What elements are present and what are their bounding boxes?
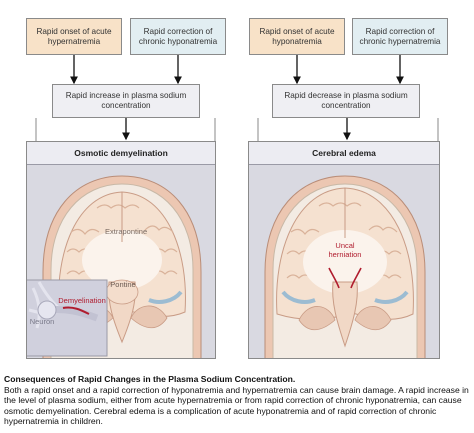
- uncal-herniation-label: Uncal herniation: [328, 241, 362, 259]
- neuron-label: Neuron: [29, 317, 55, 326]
- osmotic-demyelination-panel: Osmotic demyelination: [26, 141, 216, 359]
- cause-label: Rapid onset of acute hyponatremia: [259, 26, 335, 46]
- sodium-increase-box: Rapid increase in plasma sodium concentr…: [52, 84, 200, 118]
- cause-label: Rapid correction of chronic hyponatremia: [138, 26, 218, 46]
- pontine-label: Pontine: [110, 280, 136, 289]
- figure-caption: Consequences of Rapid Changes in the Pla…: [4, 374, 470, 427]
- cause-label: Rapid onset of acute hypernatremia: [36, 26, 112, 46]
- panel-title: Cerebral edema: [249, 142, 439, 165]
- cause-acute-hyponatremia-box: Rapid onset of acute hyponatremia: [249, 18, 345, 55]
- cerebral-edema-panel: Cerebral edema Uncal herniation: [248, 141, 440, 359]
- extrapontine-label: Extrapontine: [105, 227, 148, 236]
- change-label: Rapid decrease in plasma sodium concentr…: [284, 91, 408, 110]
- demyelination-label: Demyelination: [58, 296, 106, 305]
- cause-label: Rapid correction of chronic hypernatremi…: [359, 26, 441, 46]
- panel-title: Osmotic demyelination: [27, 142, 215, 165]
- cause-acute-hypernatremia-box: Rapid onset of acute hypernatremia: [26, 18, 122, 55]
- caption-title: Consequences of Rapid Changes in the Pla…: [4, 374, 296, 384]
- sodium-decrease-box: Rapid decrease in plasma sodium concentr…: [272, 84, 420, 118]
- caption-body: Both a rapid onset and a rapid correctio…: [4, 384, 469, 427]
- cause-correction-hyponatremia-box: Rapid correction of chronic hyponatremia: [130, 18, 226, 55]
- brain-illustration: [264, 175, 426, 358]
- cause-correction-hypernatremia-box: Rapid correction of chronic hypernatremi…: [352, 18, 448, 55]
- brain-illustration: [27, 175, 202, 358]
- change-label: Rapid increase in plasma sodium concentr…: [65, 91, 187, 110]
